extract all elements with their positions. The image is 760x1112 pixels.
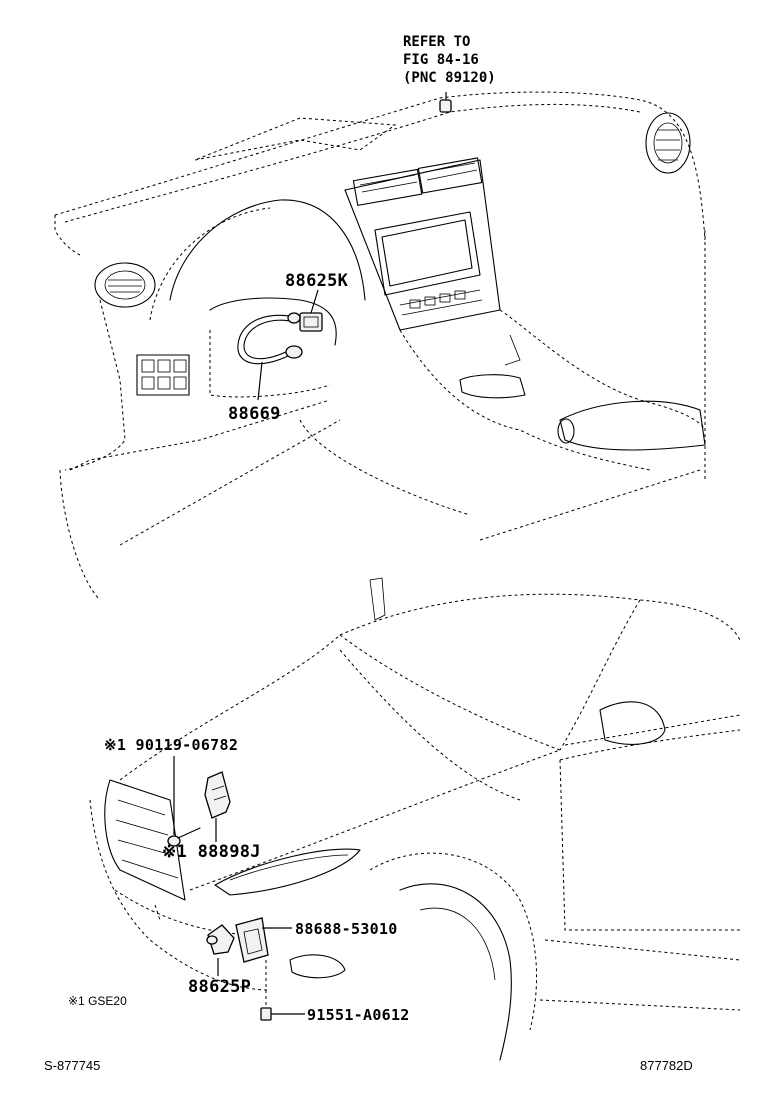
callout-88625K: 88625K xyxy=(285,271,349,291)
callout-88669: 88669 xyxy=(228,404,281,424)
sensor-88898J-icon xyxy=(204,771,231,819)
bolt-91551-icon xyxy=(260,960,305,1021)
refer-to-note: REFER TO FIG 84-16 (PNC 89120) xyxy=(403,33,496,87)
callout-88625P: 88625P xyxy=(188,977,252,997)
refer-line-1: REFER TO xyxy=(403,34,471,50)
footer-left-code: S-877745 xyxy=(44,1058,101,1073)
wire-harness-88669-icon xyxy=(237,312,303,365)
refer-line-3: (PNC 89120) xyxy=(403,70,496,86)
callout-88688: 88688-53010 xyxy=(295,920,398,938)
sensor-88625K-icon xyxy=(299,312,323,332)
refer-line-2: FIG 84-16 xyxy=(403,52,479,68)
bracket-88688-icon xyxy=(235,917,269,963)
bolt-89120-icon xyxy=(439,92,452,113)
sensor-88625P-icon xyxy=(206,924,235,955)
footnote: ※1 GSE20 xyxy=(68,994,127,1008)
callout-91551: 91551-A0612 xyxy=(307,1006,410,1024)
car-front-drawing-icon xyxy=(89,577,741,1061)
callout-88898J: ※1 88898J xyxy=(162,842,261,862)
dashboard-drawing-icon xyxy=(54,91,706,601)
callout-90119: ※1 90119-06782 xyxy=(104,736,239,754)
footer-right-code: 877782D xyxy=(640,1058,693,1073)
bolt-90119-icon xyxy=(167,827,201,847)
